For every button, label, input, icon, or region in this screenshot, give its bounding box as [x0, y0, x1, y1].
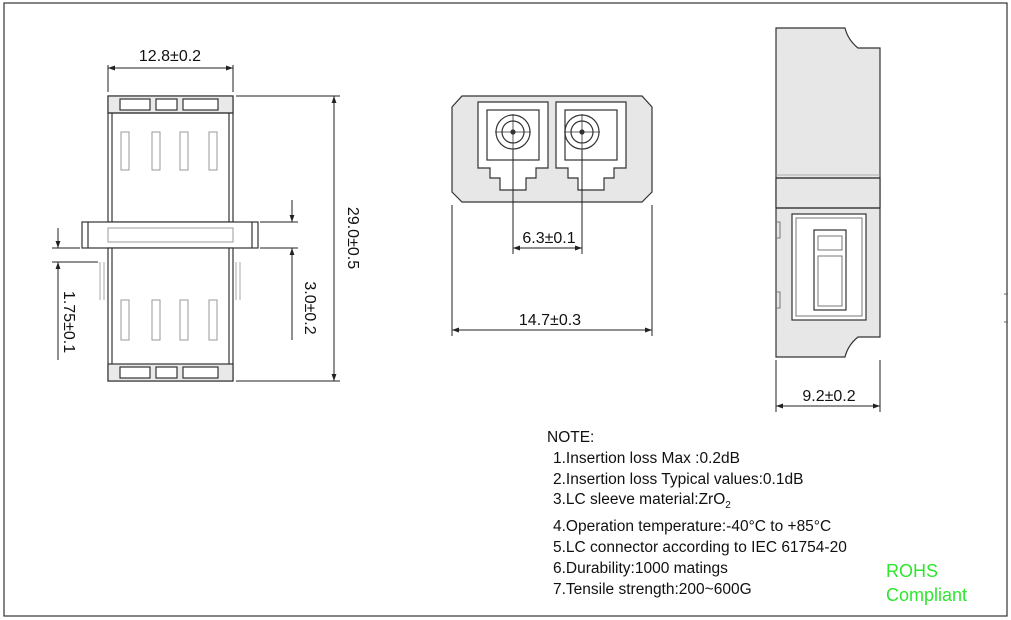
front-view	[451, 95, 653, 203]
profile-view-dimensions	[775, 360, 881, 412]
dim-side-height: 29.0±0.5	[344, 207, 361, 269]
note-item-2: 2.Insertion loss Typical values:0.1dB	[553, 470, 804, 488]
note-item-3: 3.LC sleeve material:ZrO2	[553, 490, 847, 517]
dim-flange-offset: 1.75±0.1	[60, 291, 77, 353]
note-item-4: 4.Operation temperature:-40°C to +85°C	[553, 518, 832, 536]
dim-flange-thickness: 3.0±0.2	[301, 281, 318, 334]
side-view	[81, 95, 259, 382]
note-item-3-text: 3.LC sleeve material:ZrO	[553, 491, 726, 509]
dim-port-pitch: 6.3±0.1	[522, 230, 575, 247]
notes-heading: NOTE:	[547, 429, 595, 446]
front-view-dimensions	[451, 150, 653, 336]
side-view-dimensions	[52, 65, 340, 382]
note-item-3-subscript: 2	[725, 500, 731, 512]
dim-front-width: 14.7±0.3	[519, 312, 581, 329]
rohs-compliant-label: Compliant	[886, 585, 968, 605]
rohs-badge: ROHS Compliant	[886, 559, 967, 607]
profile-view	[775, 27, 881, 358]
dim-profile-width: 9.2±0.2	[802, 388, 855, 405]
note-item-7: 7.Tensile strength:200~600G	[553, 580, 752, 598]
drawing-frame	[3, 2, 1008, 617]
note-item-6: 6.Durability:1000 matings	[553, 559, 728, 577]
notes-block: NOTE: 1.Insertion loss Max :0.2dB 2.Inse…	[547, 428, 847, 600]
dim-side-width: 12.8±0.2	[139, 48, 201, 65]
note-item-5: 5.LC connector according to IEC 61754-20	[553, 539, 847, 557]
rohs-label: ROHS	[886, 561, 939, 581]
note-item-1: 1.Insertion loss Max :0.2dB	[553, 449, 740, 467]
